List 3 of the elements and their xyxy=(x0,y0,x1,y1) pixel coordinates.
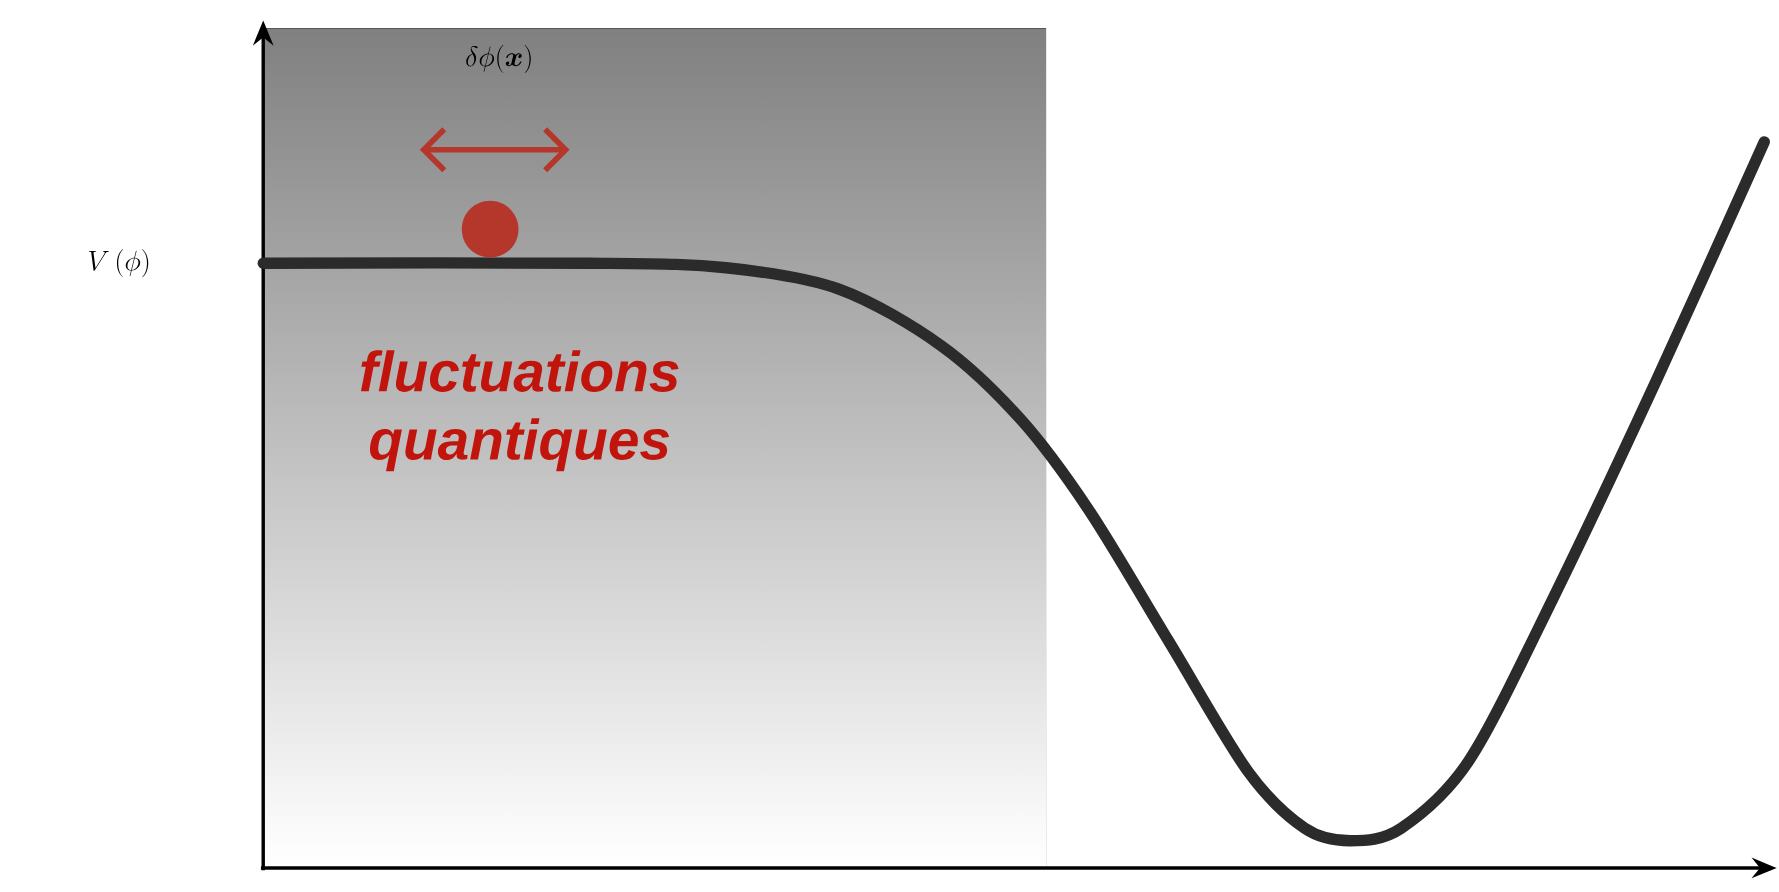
text-label: fluctuations quantiques xyxy=(360,350,679,472)
math-label: $\delta\phi(\boldsymbol{x})$ xyxy=(466,45,531,74)
math-label: $V\left(\phi\right)$ xyxy=(89,249,149,278)
